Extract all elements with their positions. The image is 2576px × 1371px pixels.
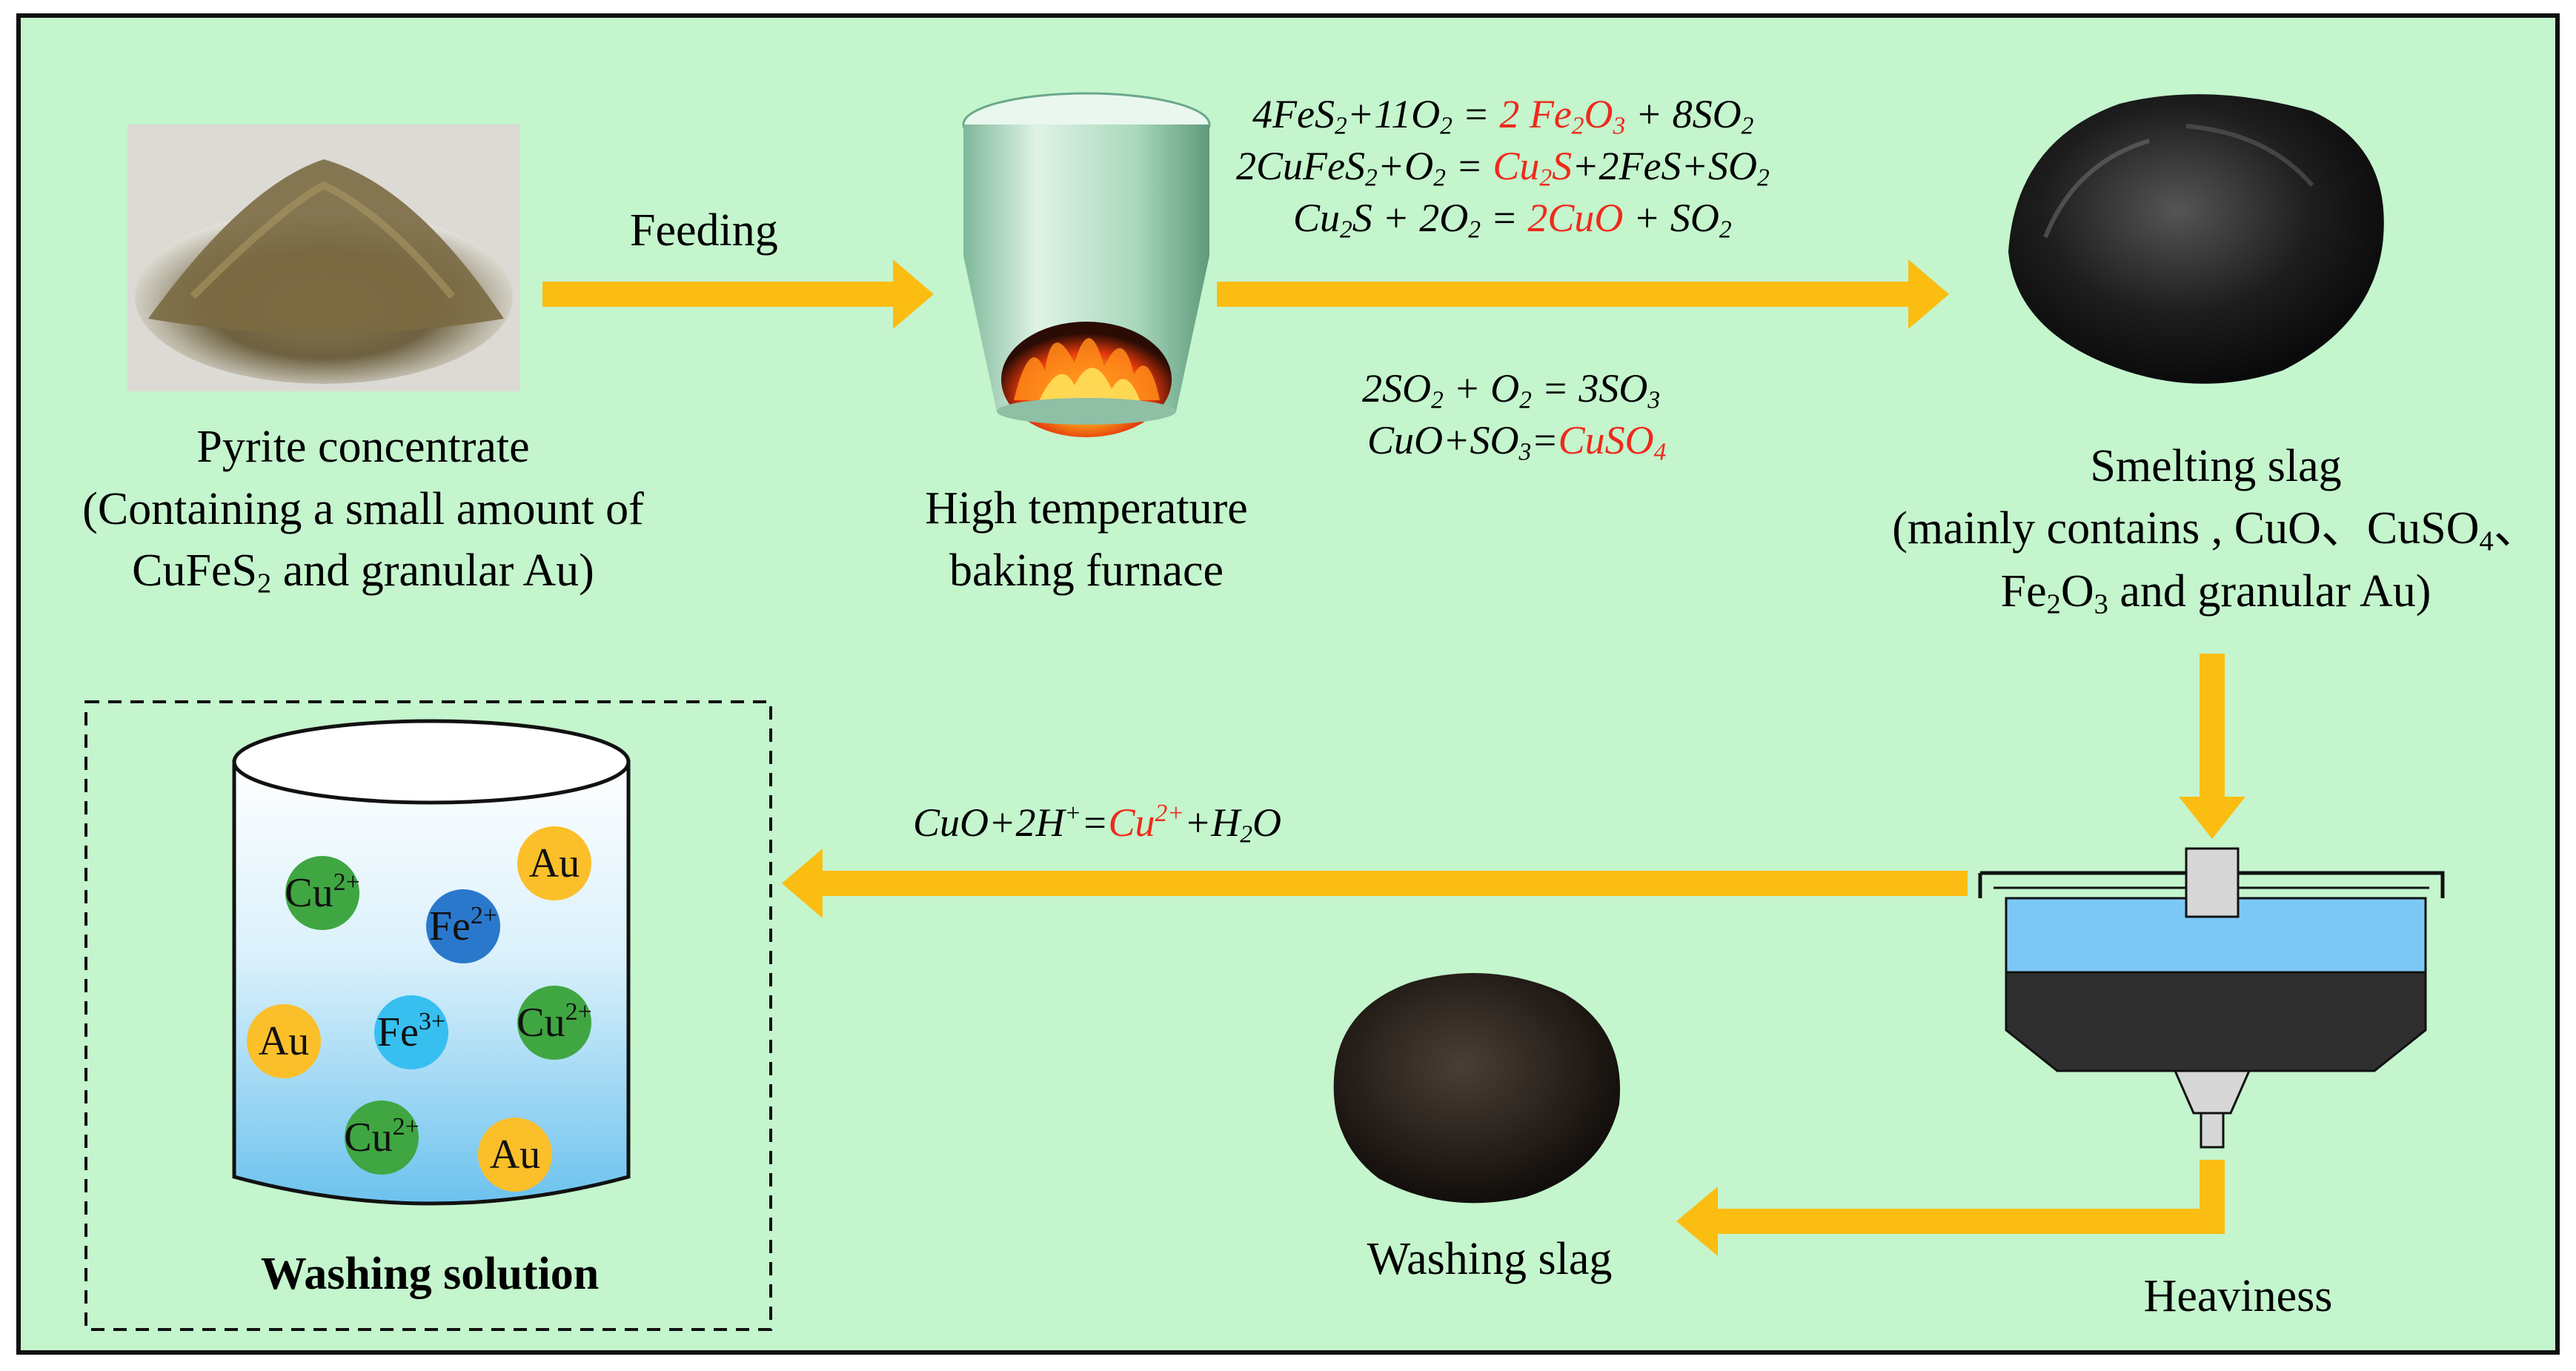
ion-cu-2plus-5: Cu2+ <box>517 986 592 1060</box>
washing-slag-label: Washing slag <box>1367 1234 1613 1284</box>
washing-slag-image <box>1333 973 1621 1204</box>
smelting-slag-image <box>2008 94 2384 384</box>
ion-sphere <box>285 856 359 930</box>
ion-sphere <box>517 826 591 900</box>
heaviness-label: Heaviness <box>2143 1271 2333 1321</box>
feeding-arrow <box>542 259 934 329</box>
slag-line-3: Fe2O3 and granular Au) <box>2000 566 2431 620</box>
pyrite-line-1: Pyrite concentrate <box>196 422 530 472</box>
baking-furnace-image <box>962 92 1211 437</box>
furnace-line-1: High temperature <box>925 483 1248 534</box>
ion-label: Cu2+ <box>285 869 360 916</box>
washing-solution-beaker <box>232 719 631 1206</box>
leaching-arrow <box>782 849 1968 918</box>
slag-line-1: Smelting slag <box>2090 441 2342 491</box>
ion-sphere <box>478 1118 552 1192</box>
equation-chalcopyrite-roasting: 2CuFeS2+O2 = Cu2S+2FeS+SO2 <box>1236 144 1770 192</box>
ion-label: Cu2+ <box>344 1113 419 1161</box>
ion-label: Au <box>490 1132 540 1178</box>
feeding-label: Feeding <box>630 205 778 256</box>
ion-cu-2plus-0: Cu2+ <box>285 856 360 930</box>
furnace-label: High temperature baking furnace <box>864 478 1309 602</box>
pyrite-concentrate-image <box>127 125 520 391</box>
pyrite-line-2: (Containing a small amount of <box>82 483 644 534</box>
roasting-arrow <box>1217 259 1949 329</box>
washing-solution-label: Washing solution <box>260 1249 600 1299</box>
equation-pyrite-oxidation: 4FeS2+11O2 = 2 Fe2O3 + 8SO2 <box>1252 92 1754 140</box>
ion-sphere <box>247 1004 321 1078</box>
pyrite-concentrate-label: Pyrite concentrate (Containing a small a… <box>30 416 697 604</box>
equation-cuo-leaching: CuO+2H+=Cu2++H2O <box>913 800 1282 849</box>
equation-so2-oxidation: 2SO2 + O2 = 3SO3 <box>1362 366 1661 414</box>
ion-cu-2plus-6: Cu2+ <box>344 1101 419 1175</box>
slag-line-2: (mainly contains , CuO、CuSO4、 <box>1892 502 2540 557</box>
washing-solution-box <box>84 700 772 1331</box>
ion-sphere <box>517 986 591 1060</box>
equation-cuso4-formation: CuO+SO3=CuSO4 <box>1367 418 1667 466</box>
equation-cu2s-oxidation: Cu2S + 2O2 = 2CuO + SO2 <box>1293 196 1732 244</box>
furnace-line-2: baking furnace <box>949 545 1224 596</box>
ion-label: Au <box>259 1018 309 1064</box>
pyrite-line-3: CuFeS2 and granular Au) <box>132 545 594 600</box>
underflow-arrow <box>1676 1160 2225 1256</box>
ion-label: Fe3+ <box>377 1008 445 1055</box>
ion-au-2: Au <box>517 826 591 900</box>
ion-label: Cu2+ <box>517 998 592 1046</box>
ion-sphere <box>345 1101 419 1175</box>
ion-label: Au <box>529 840 580 886</box>
slag-to-tank-arrow <box>2179 654 2245 839</box>
ion-au-3: Au <box>247 1004 321 1078</box>
ion-fe-2plus-1: Fe2+ <box>426 889 500 963</box>
ion-sphere <box>426 889 500 963</box>
ion-sphere <box>374 995 448 1069</box>
ion-au-7: Au <box>478 1118 552 1192</box>
smelting-slag-label: Smelting slag (mainly contains , CuO、CuS… <box>1808 436 2576 625</box>
settling-tank-image <box>1978 847 2445 1149</box>
ion-fe-3plus-4: Fe3+ <box>374 995 448 1069</box>
ion-label: Fe2+ <box>429 902 497 949</box>
